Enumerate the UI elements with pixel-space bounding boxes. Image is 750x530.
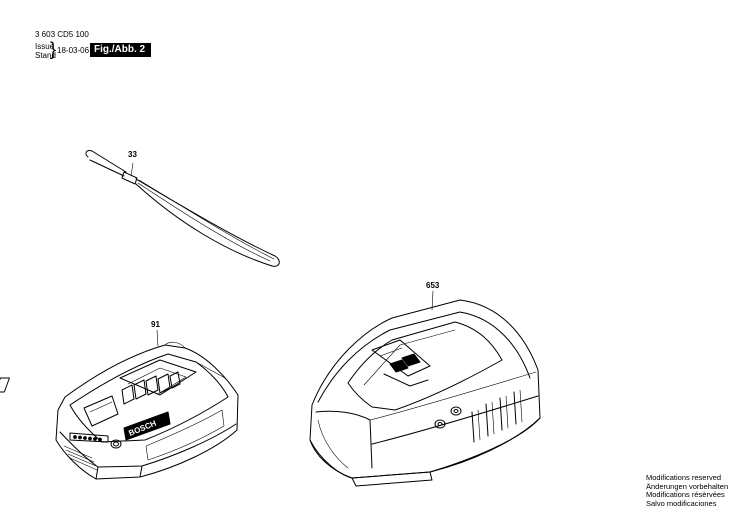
part-number: 3 603 CD5 100 [35,30,89,39]
issue-date: 18-03-06 [57,46,90,55]
battery-leader-line [156,329,159,347]
modification-notice: Modifications reserved Änderungen vorbeh… [646,473,729,508]
issue-stand-label: Issue Stand [35,42,56,60]
brace-symbol: } [50,39,57,59]
charger [309,299,541,487]
callout-strap: 33 [128,150,137,159]
strap-leader-line [130,162,134,177]
callout-charger: 653 [426,281,440,290]
stand-label: Stand [35,51,56,60]
notice-line-en: Modifications reserved [646,473,722,482]
notice-line-es: Salvo modificaciones [646,498,717,508]
wrist-strap [85,150,280,267]
battery-pack [0,341,239,480]
figure-label: Fig./Abb. 2 [90,43,152,57]
callout-battery: 91 [151,320,160,329]
notice-line-de: Änderungen vorbehalten [646,481,729,491]
issue-label: Issue [35,42,55,51]
charger-leader-line [431,290,434,311]
notice-line-fr: Modifications résèrvées [646,490,725,500]
